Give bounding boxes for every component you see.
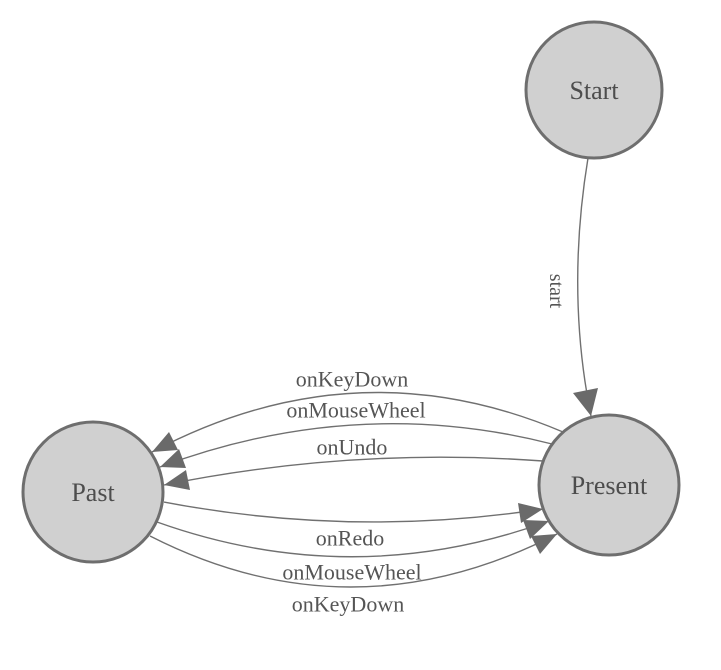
edge-label-onkeydown-upper: onKeyDown [296, 367, 408, 392]
edge-past-to-present-onredo [163, 501, 544, 523]
arrowhead-past-to-present-onmousewheel [523, 520, 549, 539]
node-past [21, 420, 165, 564]
node-label-present: Present [571, 471, 648, 500]
node-present [537, 413, 681, 557]
node-start [524, 20, 664, 160]
edge-present-to-past-onundo [163, 456, 544, 486]
arrowhead-present-to-past-onundo [164, 470, 190, 490]
edge-past-to-present-onkeydown [149, 533, 558, 588]
arrowhead-present-to-past-onkeydown [152, 432, 178, 452]
edge-label-onmousewheel-upper: onMouseWheel [286, 398, 425, 423]
edge-label-onmousewheel-lower: onMouseWheel [282, 560, 421, 585]
arrowhead-present-to-past-onmousewheel [160, 449, 186, 468]
arrowhead-past-to-present-onkeydown [531, 534, 557, 554]
edge-past-to-present-onmousewheel [156, 520, 550, 558]
arrowhead-start-to-present [573, 388, 598, 416]
edge-present-to-past-onkeydown [151, 391, 564, 453]
edge-label-start: start [545, 274, 567, 309]
node-label-past: Past [71, 478, 115, 507]
edge-present-to-past-onmousewheel [159, 423, 553, 468]
edge-label-onredo: onRedo [316, 526, 384, 551]
edge-label-onundo: onUndo [317, 435, 388, 460]
edge-start-to-present [577, 157, 592, 417]
arrowhead-past-to-present-onredo [518, 503, 543, 523]
node-label-start: Start [569, 76, 619, 105]
edge-label-onkeydown-lower: onKeyDown [292, 592, 404, 617]
